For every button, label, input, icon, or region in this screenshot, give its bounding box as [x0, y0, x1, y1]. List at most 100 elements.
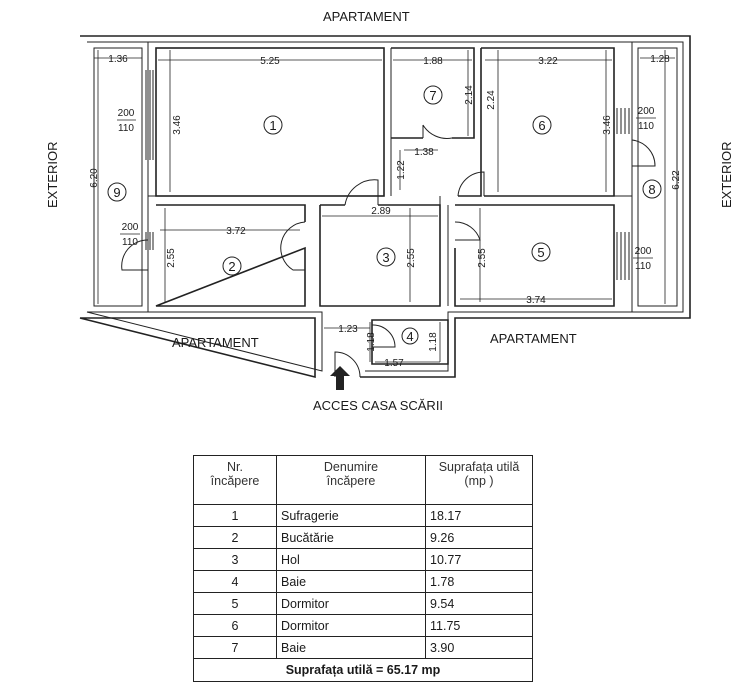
- door-balcony8: [631, 139, 656, 167]
- room-number-8: 8: [648, 182, 655, 197]
- cell-nr: 6: [193, 614, 277, 637]
- total-area: Suprafața utilă = 65.17 mp: [193, 658, 533, 682]
- dim-2-89: 2.89: [371, 206, 391, 217]
- cell-area: 1.78: [425, 570, 533, 593]
- room-number-1: 1: [269, 118, 276, 133]
- door-room7: [422, 124, 453, 139]
- door-room2: [280, 221, 306, 271]
- window-right-top: [616, 108, 630, 134]
- cell-name: Baie: [276, 636, 426, 659]
- table-row: 7 Baie 3.90: [193, 636, 533, 659]
- dim-6-20: 6.20: [89, 168, 100, 188]
- window-1-top: 200: [118, 108, 135, 119]
- dim-1-57: 1.57: [384, 358, 404, 369]
- dim-3-22: 3.22: [538, 56, 558, 67]
- cell-area: 9.26: [425, 526, 533, 549]
- room-number-3: 3: [382, 250, 389, 265]
- cell-name: Bucătărie: [276, 526, 426, 549]
- table-row: 6 Dormitor 11.75: [193, 614, 533, 637]
- cell-nr: 4: [193, 570, 277, 593]
- room-number-7: 7: [429, 88, 436, 103]
- door-room1: [344, 179, 379, 206]
- door-room5: [454, 221, 481, 241]
- cell-area: 9.54: [425, 592, 533, 615]
- table-row: 3 Hol 10.77: [193, 548, 533, 571]
- dim-1-23: 1.23: [338, 324, 358, 335]
- label-top-apartment: APARTAMENT: [323, 9, 410, 24]
- cell-nr: 5: [193, 592, 277, 615]
- label-bottom-right-apartment: APARTAMENT: [490, 331, 577, 346]
- outer-wall: [79, 35, 691, 379]
- cell-name: Sufragerie: [276, 504, 426, 527]
- cell-name: Dormitor: [276, 592, 426, 615]
- window-3-bottom: 110: [638, 121, 654, 132]
- header-name: Denumire încăpere: [276, 455, 426, 505]
- dim-5-25: 5.25: [260, 56, 280, 67]
- dim-1-36: 1.36: [108, 54, 128, 65]
- window-1-bottom: 110: [118, 123, 134, 134]
- door-entry: [334, 351, 361, 378]
- window-right-bottom: [616, 232, 630, 280]
- window-left-top: [145, 70, 154, 160]
- table-row: 1 Sufragerie 18.17: [193, 504, 533, 527]
- dim-2-55-hall: 2.55: [406, 248, 417, 268]
- dimension-lines: [94, 50, 675, 363]
- table-total-row: Suprafața utilă = 65.17 mp: [193, 658, 533, 682]
- label-bottom-left-apartment: APARTAMENT: [172, 335, 259, 350]
- label-left-exterior: EXTERIOR: [45, 142, 60, 208]
- dim-1-28: 1.28: [650, 54, 670, 65]
- label-right-exterior: EXTERIOR: [719, 142, 734, 208]
- room-3-wall: [319, 204, 441, 307]
- cell-area: 18.17: [425, 504, 533, 527]
- dim-3-74: 3.74: [526, 295, 546, 306]
- entry-arrow-icon: [330, 366, 350, 390]
- rooms-table: Nr. încăpere Denumire încăpere Suprafața…: [193, 455, 533, 682]
- window-2-top: 200: [122, 222, 139, 233]
- table-row: 4 Baie 1.78: [193, 570, 533, 593]
- header-nr: Nr. încăpere: [193, 455, 277, 505]
- dim-2-24: 2.24: [486, 90, 497, 110]
- dim-2-55-room2: 2.55: [166, 248, 177, 268]
- cell-nr: 1: [193, 504, 277, 527]
- cell-name: Baie: [276, 570, 426, 593]
- dim-1-38: 1.38: [414, 147, 434, 158]
- cell-nr: 2: [193, 526, 277, 549]
- cell-name: Dormitor: [276, 614, 426, 637]
- dim-1-18-left: 1.18: [366, 332, 377, 352]
- room-number-5: 5: [537, 245, 544, 260]
- floor-plan: 1 2 3 4 5 6 7 8 9 APARTAMENT APARTAMENT …: [45, 9, 734, 413]
- table-row: 2 Bucătărie 9.26: [193, 526, 533, 549]
- dim-2-55-room5: 2.55: [477, 248, 488, 268]
- balcony-9-wall: [93, 42, 149, 312]
- dim-6-22: 6.22: [671, 170, 682, 190]
- cell-nr: 3: [193, 548, 277, 571]
- room-7-wall: [391, 47, 475, 139]
- dim-1-88: 1.88: [423, 56, 443, 67]
- window-left-bottom: [145, 232, 154, 250]
- label-entry: ACCES CASA SCĂRII: [313, 398, 443, 413]
- window-4-top: 200: [635, 246, 652, 257]
- window-4-bottom: 110: [635, 261, 651, 272]
- room-2-wall: [155, 204, 306, 307]
- cell-area: 3.90: [425, 636, 533, 659]
- door-room4: [371, 324, 396, 348]
- dim-3-46-left: 3.46: [172, 115, 183, 135]
- room-number-4: 4: [406, 329, 413, 344]
- dim-3-46-right: 3.46: [602, 115, 613, 135]
- header-area: Suprafața utilă (mp ): [425, 455, 533, 505]
- window-2-bottom: 110: [122, 237, 138, 248]
- window-3-top: 200: [638, 106, 655, 117]
- balcony-8-wall: [631, 42, 678, 312]
- room-number-2: 2: [228, 259, 235, 274]
- dim-2-14: 2.14: [464, 85, 475, 105]
- cell-area: 11.75: [425, 614, 533, 637]
- room-5-wall: [454, 204, 615, 307]
- cell-nr: 7: [193, 636, 277, 659]
- cell-area: 10.77: [425, 548, 533, 571]
- door-room6: [457, 171, 485, 197]
- table-row: 5 Dormitor 9.54: [193, 592, 533, 615]
- table-header-row: Nr. încăpere Denumire încăpere Suprafața…: [193, 455, 533, 505]
- dim-1-22: 1.22: [396, 160, 407, 180]
- room-number-9: 9: [113, 185, 120, 200]
- room-4-wall: [371, 319, 449, 365]
